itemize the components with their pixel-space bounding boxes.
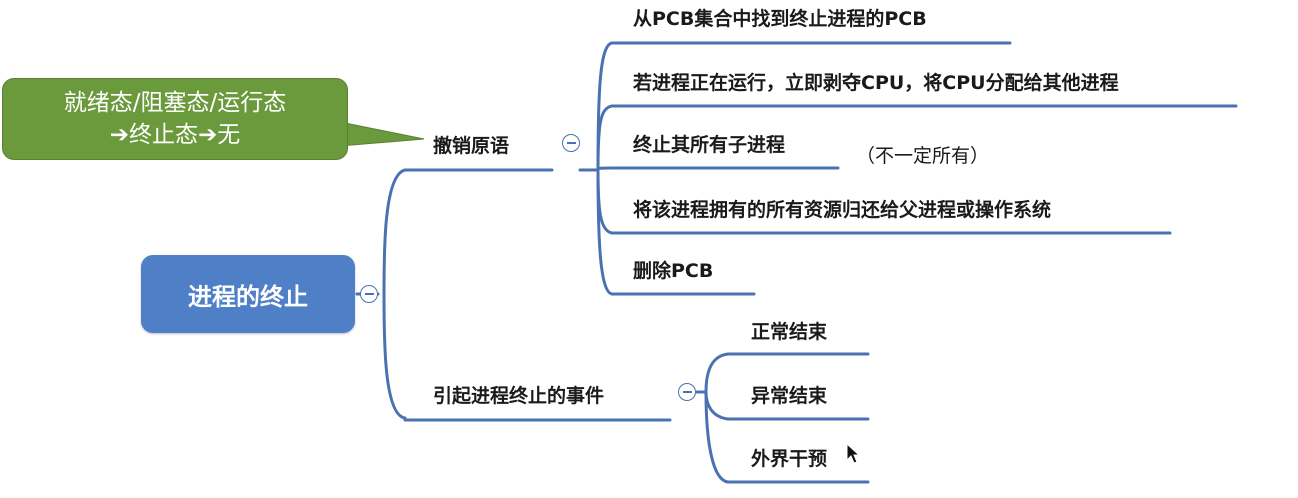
revoke-collapse-button[interactable] [562,134,580,152]
root-collapse-button[interactable] [360,285,378,303]
revoke-step-1[interactable]: 从PCB集合中找到终止进程的PCB [633,8,927,30]
event-abnormal-exit[interactable]: 异常结束 [751,385,828,407]
root-node[interactable]: 进程的终止 [141,255,355,333]
event-normal-exit[interactable]: 正常结束 [751,321,828,343]
callout-line-1: 就绪态/阻塞态/运行态 [63,90,287,116]
revoke-step-5[interactable]: 删除PCB [633,260,714,282]
annotation-note: （不一定所有） [856,145,990,167]
revoke-step-3[interactable]: 终止其所有子进程 [633,134,786,156]
state-transition-callout: 就绪态/阻塞态/运行态 ➔终止态➔无 [2,78,348,160]
branch-revoke-primitive[interactable]: 撤销原语 [433,135,510,157]
mouse-cursor-icon [846,443,860,464]
root-label: 进程的终止 [188,282,308,311]
revoke-step-2[interactable]: 若进程正在运行，立即剥夺CPU，将CPU分配给其他进程 [633,72,1119,94]
callout-line-2: ➔终止态➔无 [109,122,241,148]
revoke-step-4[interactable]: 将该进程拥有的所有资源归还给父进程或操作系统 [633,199,1052,221]
events-collapse-button[interactable] [678,383,696,401]
event-external-intervention[interactable]: 外界干预 [751,448,828,470]
branch-termination-events[interactable]: 引起进程终止的事件 [433,385,605,407]
